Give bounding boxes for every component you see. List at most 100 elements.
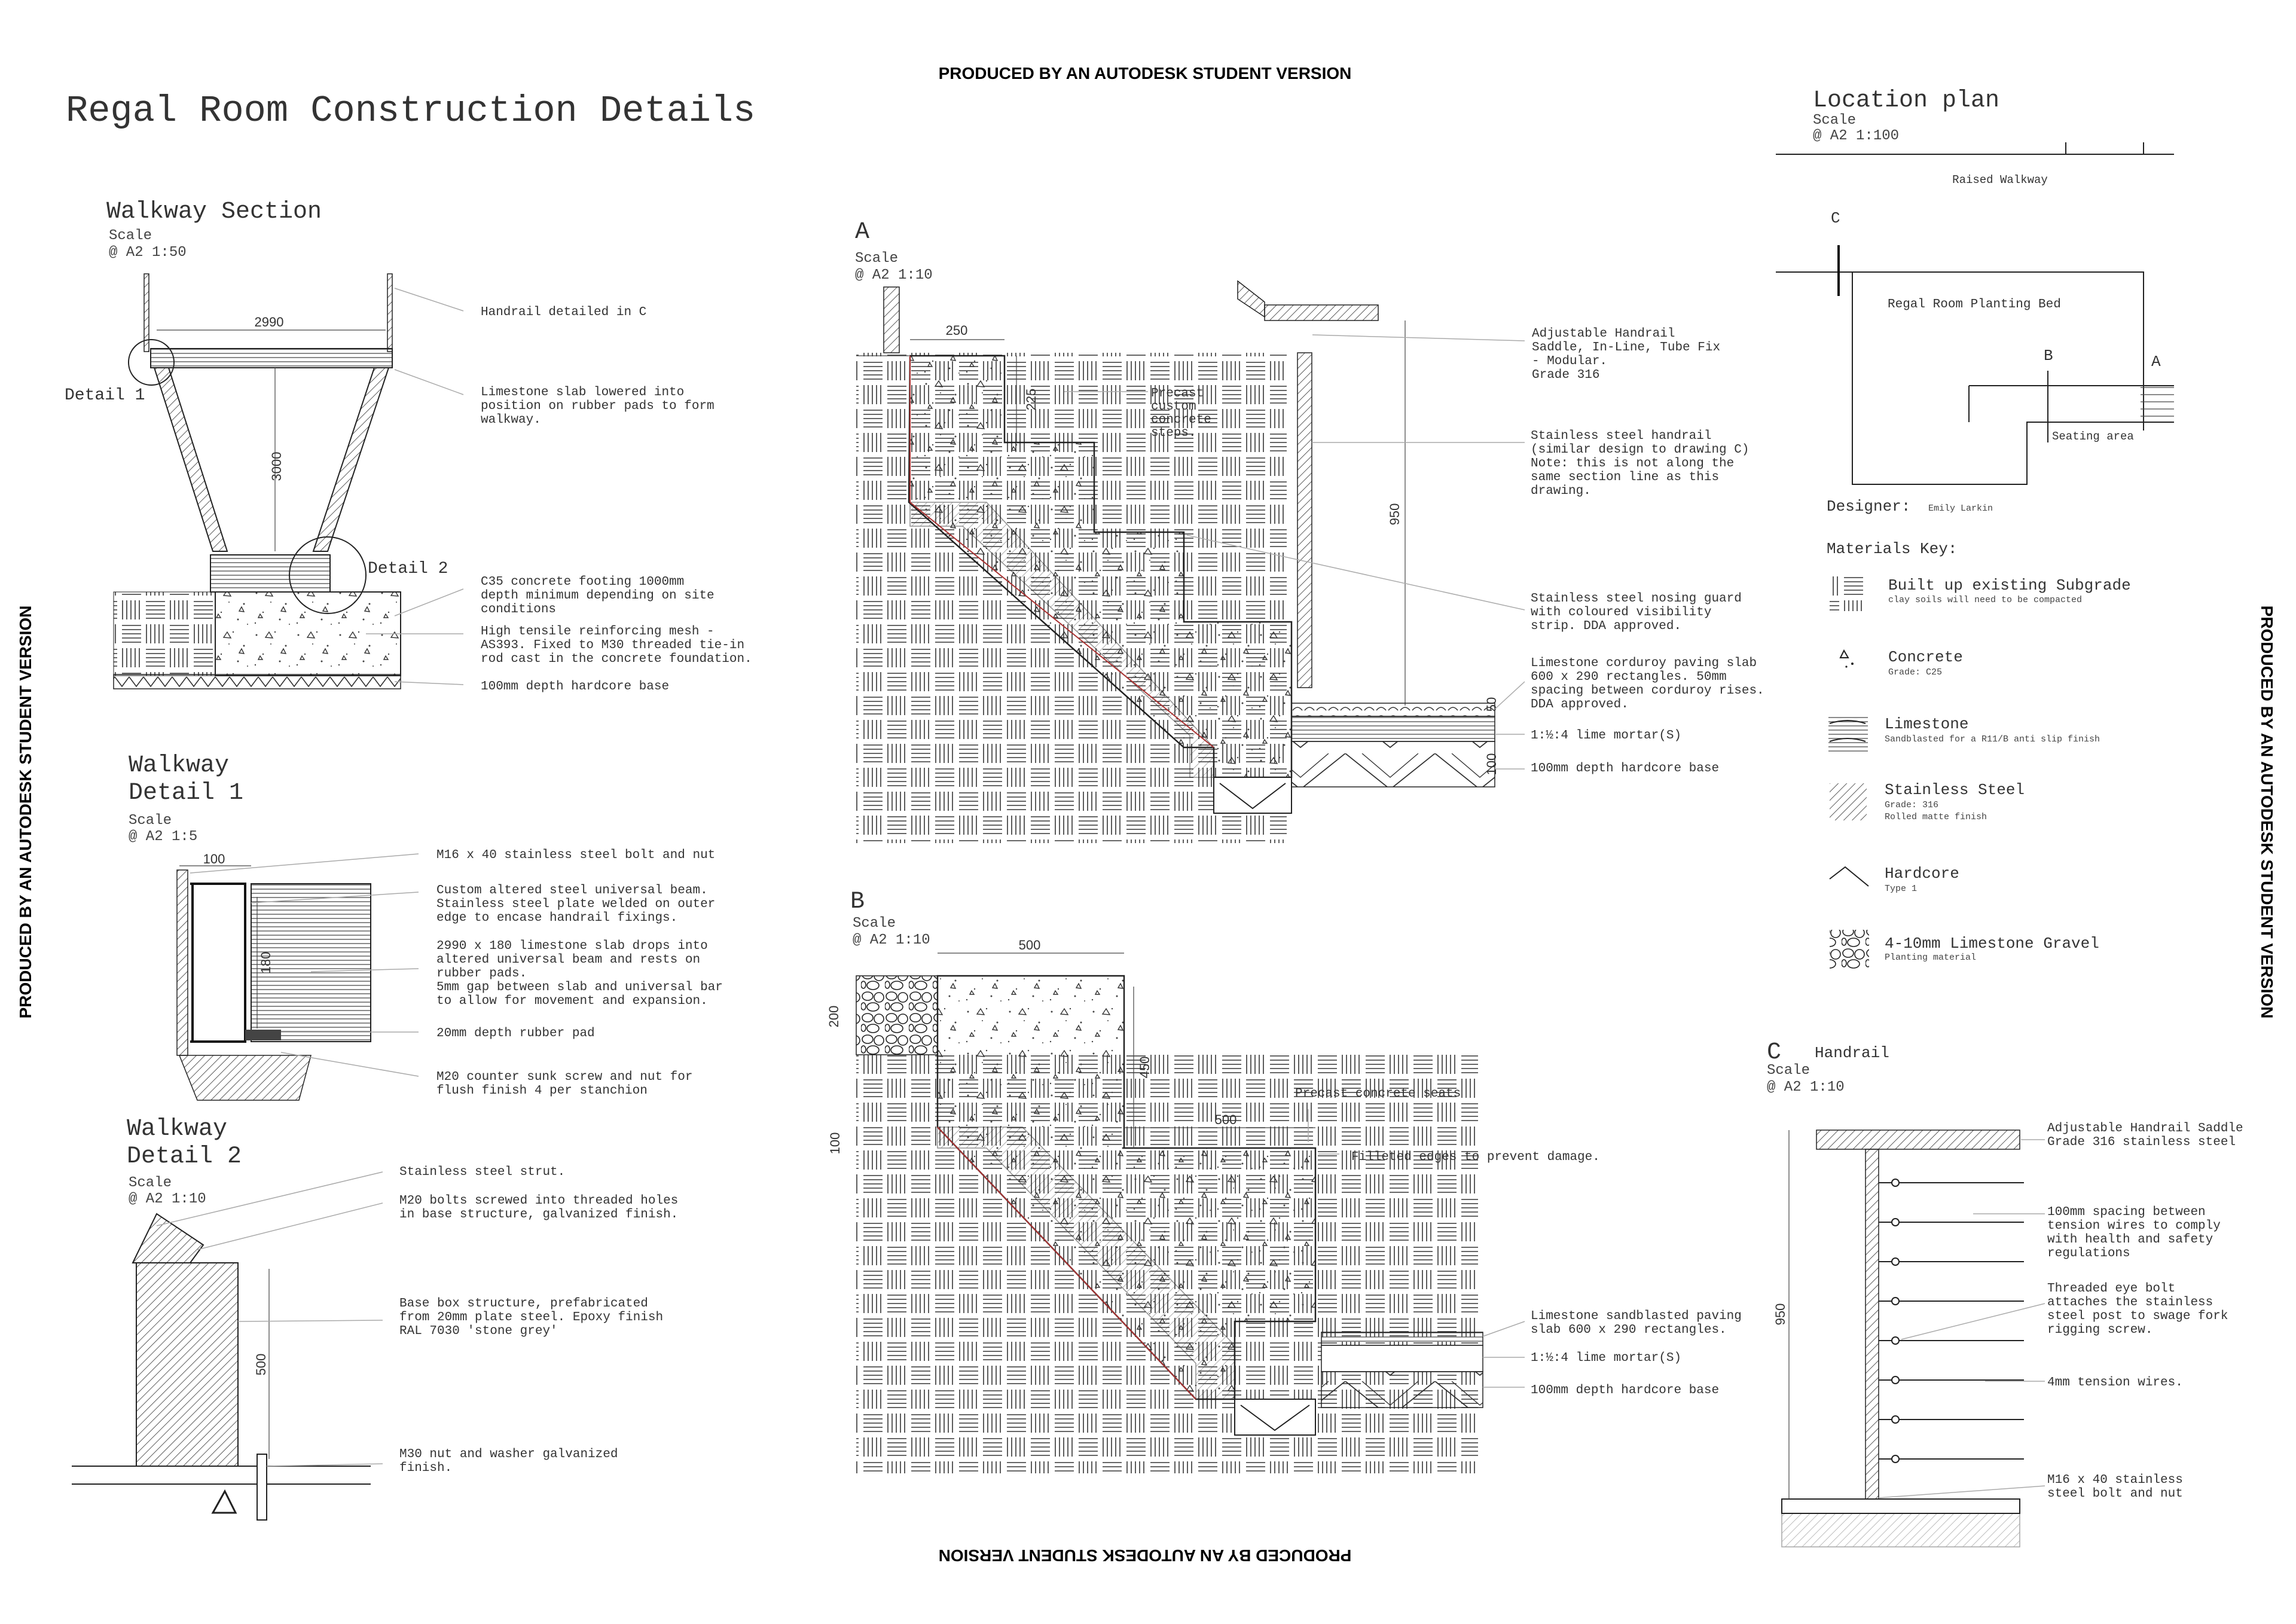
walkway-detail-2: Walkway Detail 2 Scale @ A2 1:10 500 Sta…	[72, 1116, 678, 1521]
key-concrete-note: Grade: C25	[1888, 667, 1942, 677]
d1-note-pad: 20mm depth rubber pad	[436, 1027, 595, 1040]
dim-100-d1: 100	[203, 851, 225, 866]
sheet-title: Regal Room Construction Details	[66, 90, 755, 132]
ws-note-mesh-2: AS393. Fixed to M30 threaded tie-in	[481, 639, 744, 652]
section-a: A Scale @ A2 1:10 250 225 950 50 100	[855, 219, 1764, 843]
watermark-left: PRODUCED BY AN AUTODESK STUDENT VERSION	[16, 606, 35, 1019]
d2-note-bolts-1: M20 bolts screwed into threaded holes	[399, 1194, 678, 1208]
location-plan-scale: @ A2 1:100	[1813, 128, 1899, 144]
ws-note-slab-3: walkway.	[481, 413, 541, 427]
dim-200-b: 200	[826, 1006, 841, 1028]
a-note-handrail-3: Note: this is not along the	[1531, 457, 1734, 471]
dim-225: 225	[1024, 389, 1039, 411]
detail2-scale-label: Scale	[129, 1175, 172, 1191]
key-subgrade-name: Built up existing Subgrade	[1888, 576, 2131, 594]
b-note-seats: Precast concrete seats	[1295, 1087, 1461, 1101]
b-note-paving-2: slab 600 x 290 rectangles.	[1531, 1323, 1727, 1337]
ws-note-slab-2: position on rubber pads to form	[481, 399, 715, 413]
walkway-section-scale: @ A2 1:50	[109, 245, 187, 261]
d1-note-beam-1: Custom altered steel universal beam.	[436, 884, 708, 898]
detail2-title-line1: Walkway	[127, 1116, 227, 1143]
detail1-title-line1: Walkway	[129, 752, 229, 779]
designer-name: Emily Larkin	[1928, 503, 1993, 514]
watermark-right: PRODUCED BY AN AUTODESK STUDENT VERSION	[2258, 606, 2276, 1019]
d1-note-slab-2: altered universal beam and rests on	[436, 953, 700, 967]
ws-note-handrail: Handrail detailed in C	[481, 306, 646, 319]
key-limestone-name: Limestone	[1885, 715, 1968, 733]
section-b-scale: @ A2 1:10	[853, 932, 930, 948]
ws-note-mesh-3: rod cast in the concrete foundation.	[481, 652, 752, 666]
c-note-bolt-2: steel bolt and nut	[2047, 1487, 2183, 1501]
key-steel-name: Stainless Steel	[1885, 781, 2025, 799]
d2-note-bolts-2: in base structure, galvanized finish.	[399, 1208, 678, 1222]
planting-bed-label: Regal Room Planting Bed	[1888, 298, 2061, 312]
walkway-detail-1: Walkway Detail 1 Scale @ A2 1:5 100 180 …	[129, 752, 723, 1101]
key-limestone-note: Sandblasted for a R11/B anti slip finish	[1885, 734, 2100, 744]
a-note-nosing-2: with coloured visibility	[1531, 606, 1711, 619]
detail-1-label: Detail 1	[65, 386, 145, 405]
location-plan: Location plan Scale @ A2 1:100 Raised Wa…	[1776, 87, 2174, 515]
watermark-bottom: PRODUCED BY AN AUTODESK STUDENT VERSION	[939, 1546, 1352, 1565]
c-note-eyebolt-4: rigging screw.	[2047, 1323, 2152, 1337]
section-c-scale-label: Scale	[1767, 1063, 1810, 1079]
d1-note-slab-1: 2990 x 180 limestone slab drops into	[436, 939, 708, 953]
section-c-scale: @ A2 1:10	[1767, 1079, 1845, 1095]
a-note-saddle-4: Grade 316	[1532, 368, 1599, 382]
a-note-saddle-2: Saddle, In-Line, Tube Fix	[1532, 341, 1720, 355]
detail1-title-line2: Detail 1	[129, 780, 243, 807]
materials-key: Materials Key: Built up existing Subgrad…	[1827, 540, 2131, 969]
key-hardcore-note: Type 1	[1885, 884, 1917, 894]
walkway-section-scale-label: Scale	[109, 228, 152, 244]
section-b-scale-label: Scale	[853, 915, 896, 932]
d1-note-screw-2: flush finish 4 per stanchion	[436, 1084, 648, 1098]
c-note-saddle-2: Grade 316 stainless steel	[2047, 1135, 2236, 1149]
section-a-scale-label: Scale	[855, 251, 898, 267]
a-note-precast-3: concrete	[1151, 413, 1211, 427]
section-c-title: C	[1767, 1039, 1781, 1066]
d1-note-screw-1: M20 counter sunk screw and nut for	[436, 1070, 692, 1084]
location-plan-title: Location plan	[1813, 87, 1999, 114]
d1-note-beam-2: Stainless steel plate welded on outer	[436, 898, 715, 911]
dim-450-b: 450	[1137, 1057, 1152, 1079]
materials-key-title: Materials Key:	[1827, 540, 1957, 558]
key-gravel-name: 4-10mm Limestone Gravel	[1885, 935, 2099, 953]
dim-100-b: 100	[828, 1132, 842, 1155]
location-plan-scale-label: Scale	[1813, 112, 1856, 129]
a-note-saddle-1: Adjustable Handrail	[1532, 327, 1675, 341]
b-note-fillet: Filleted edges to prevent damage.	[1351, 1150, 1600, 1164]
a-note-precast-2: custom	[1151, 400, 1196, 414]
dim-500-b-top: 500	[1019, 938, 1041, 953]
b-note-mortar: 1:½:4 lime mortar(S)	[1531, 1351, 1681, 1365]
marker-a-plan: A	[2151, 353, 2161, 371]
a-note-paving-1: Limestone corduroy paving slab	[1531, 657, 1757, 670]
c-note-bolt-1: M16 x 40 stainless	[2047, 1473, 2183, 1487]
detail1-scale-label: Scale	[129, 813, 172, 829]
a-note-precast-1: Precast	[1151, 387, 1204, 401]
concrete-hatch-icon	[1839, 649, 1854, 668]
key-steel-note2: Rolled matte finish	[1885, 812, 1987, 822]
gravel-hatch-icon	[1830, 930, 1869, 969]
ws-note-mesh-1: High tensile reinforcing mesh -	[481, 625, 715, 639]
watermark-top: PRODUCED BY AN AUTODESK STUDENT VERSION	[939, 64, 1352, 83]
d2-note-strut: Stainless steel strut.	[399, 1165, 565, 1179]
detail1-scale: @ A2 1:5	[129, 829, 197, 845]
dim-500-d2: 500	[254, 1354, 268, 1376]
detail2-scale: @ A2 1:10	[129, 1191, 206, 1207]
key-concrete-name: Concrete	[1888, 648, 1963, 666]
ws-note-footing-2: depth minimum depending on site	[481, 589, 715, 603]
c-note-wires: 4mm tension wires.	[2047, 1376, 2183, 1390]
key-steel-note: Grade: 316	[1885, 800, 1938, 810]
a-note-handrail-2: (similar design to drawing C)	[1531, 443, 1749, 457]
section-c-subtitle: Handrail	[1815, 1044, 1889, 1062]
c-note-eyebolt-1: Threaded eye bolt	[2047, 1282, 2175, 1296]
dim-250: 250	[946, 323, 968, 338]
steel-hatch-icon	[1830, 783, 1867, 820]
c-note-saddle-1: Adjustable Handrail Saddle	[2047, 1122, 2243, 1135]
section-c: C Handrail Scale @ A2 1:10 950 Adjustabl…	[1767, 1039, 2243, 1547]
ws-note-hardcore: 100mm depth hardcore base	[481, 680, 669, 694]
c-note-eyebolt-2: attaches the stainless	[2047, 1296, 2213, 1309]
dim-180-d1: 180	[258, 952, 273, 974]
dim-950-a: 950	[1387, 503, 1402, 526]
detail2-title-line2: Detail 2	[127, 1143, 242, 1170]
